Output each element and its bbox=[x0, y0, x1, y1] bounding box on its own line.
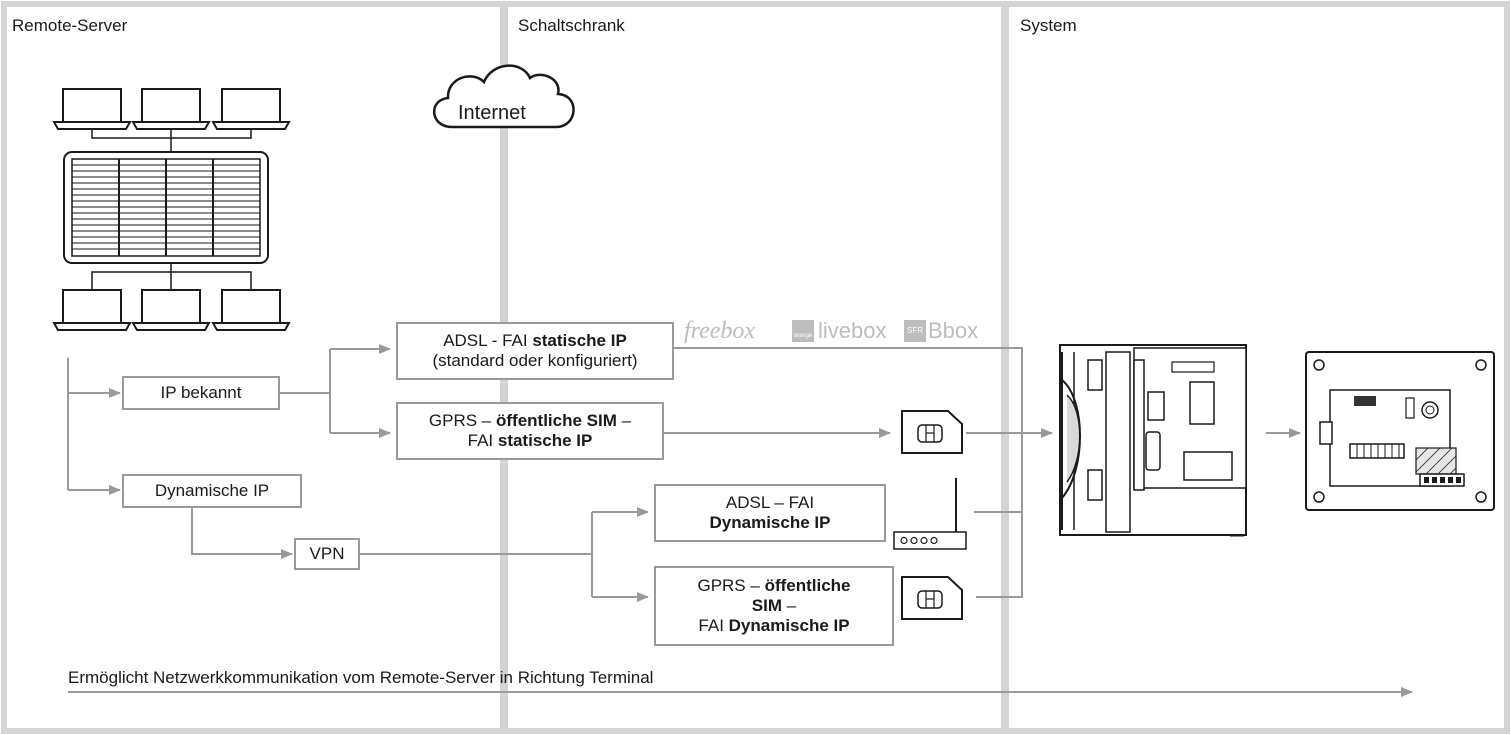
gprs-static-bold: öffentliche SIM bbox=[496, 411, 617, 430]
gprs-dynamic-fai: FAI bbox=[698, 616, 729, 635]
laptop-icon bbox=[211, 289, 291, 331]
laptop-icon bbox=[211, 88, 291, 130]
gprs-dynamic-dash: – bbox=[782, 596, 797, 615]
terminal-device-icon bbox=[1059, 344, 1247, 537]
gprs-static-fai: FAI bbox=[467, 431, 498, 450]
adsl-dynamic-line1: ADSL – FAI bbox=[725, 493, 815, 512]
vpn-label: VPN bbox=[309, 544, 345, 563]
adsl-static-text: ADSL - FAI bbox=[443, 331, 533, 350]
adsl-static-line1: ADSL - FAI statische IP bbox=[443, 331, 627, 351]
control-module-icon bbox=[1305, 351, 1495, 511]
gprs-dynamic-sim: SIM bbox=[751, 596, 783, 615]
sim-card-icon bbox=[901, 410, 963, 454]
laptop-icon bbox=[131, 289, 211, 331]
column-title-system: System bbox=[1020, 16, 1077, 35]
adsl-static-bold: statische IP bbox=[532, 331, 627, 350]
gprs-dynamic-line2: SIM – bbox=[752, 596, 796, 616]
sfr-mark: SFR bbox=[907, 326, 923, 335]
internet-cloud-icon bbox=[432, 64, 575, 129]
gprs-static-text: GPRS – bbox=[428, 411, 496, 430]
ip-known-box: IP bekannt bbox=[122, 376, 280, 410]
dynamic-ip-label: Dynamische IP bbox=[154, 481, 270, 500]
sim-card-icon bbox=[901, 576, 963, 620]
gprs-dynamic-text: GPRS – bbox=[697, 576, 765, 595]
livebox-logo: livebox bbox=[818, 318, 887, 343]
column-title-remote-server: Remote-Server bbox=[12, 16, 128, 35]
gprs-dynamic-line1: GPRS – öffentliche bbox=[697, 576, 850, 596]
orange-mark: orange bbox=[793, 333, 813, 339]
laptop-icon bbox=[131, 88, 211, 130]
column-title-schaltschrank: Schaltschrank bbox=[518, 16, 625, 35]
internet-label: Internet bbox=[458, 102, 526, 124]
sfr-logo-icon bbox=[904, 320, 926, 342]
connector-line bbox=[91, 263, 252, 290]
gprs-static-line1: GPRS – öffentliche SIM – bbox=[429, 411, 631, 431]
ip-known-label: IP bekannt bbox=[160, 383, 242, 402]
adsl-dynamic-ip-box: ADSL – FAI Dynamische IP bbox=[654, 484, 886, 542]
connection-lines bbox=[67, 344, 1413, 697]
gprs-static-ip-box: GPRS – öffentliche SIM – FAI statische I… bbox=[396, 402, 664, 460]
router-icon bbox=[893, 478, 967, 550]
connector-line bbox=[91, 129, 252, 152]
gprs-static-ip-bold: statische IP bbox=[497, 431, 593, 450]
orange-logo-icon bbox=[792, 320, 814, 342]
adsl-dynamic-line2: Dynamische IP bbox=[709, 513, 831, 532]
laptop-icon bbox=[52, 289, 132, 331]
bbox-logo: Bbox bbox=[928, 318, 979, 343]
gprs-dynamic-ip-box: GPRS – öffentliche SIM – FAI Dynamische … bbox=[654, 566, 894, 646]
laptop-icon bbox=[52, 88, 132, 130]
gprs-static-line2: FAI statische IP bbox=[468, 431, 593, 451]
footer-caption: Ermöglicht Netzwerkkommunikation vom Rem… bbox=[68, 668, 654, 687]
adsl-static-ip-box: ADSL - FAI statische IP (standard oder k… bbox=[396, 322, 674, 380]
dynamic-ip-box: Dynamische IP bbox=[122, 474, 302, 508]
server-icon bbox=[63, 151, 269, 264]
gprs-dynamic-ip-bold: Dynamische IP bbox=[728, 616, 850, 635]
gprs-dynamic-bold: öffentliche bbox=[764, 576, 851, 595]
gprs-static-dash: – bbox=[616, 411, 632, 430]
vpn-box: VPN bbox=[294, 538, 360, 570]
freebox-logo: freebox bbox=[684, 318, 756, 344]
adsl-static-line2: (standard oder konfiguriert) bbox=[432, 351, 638, 370]
gprs-dynamic-line3: FAI Dynamische IP bbox=[698, 616, 849, 636]
